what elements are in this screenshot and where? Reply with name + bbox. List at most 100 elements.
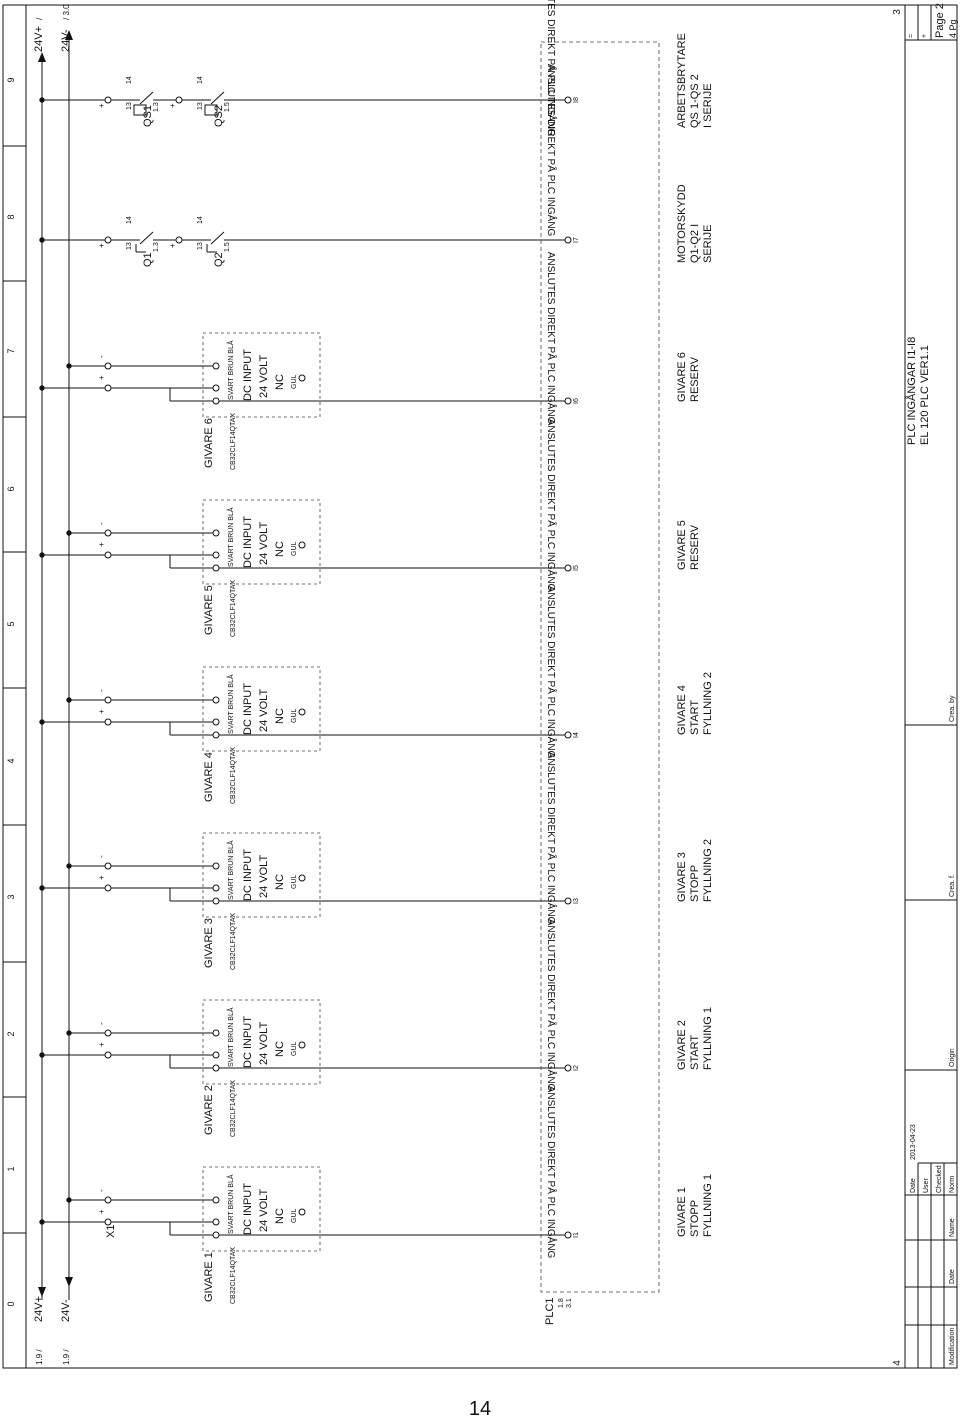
sensor-nc: NC	[274, 374, 286, 390]
sensor-desc-line: STOPP	[689, 1200, 701, 1237]
switch-desc-qs-line: ARBETSBRYTARE	[676, 33, 688, 128]
sensor-plc-input: I1	[573, 1232, 580, 1238]
rail-neg-out-ref: / 3.0	[62, 4, 71, 20]
sensor-dc-input: DC INPUT	[242, 349, 254, 401]
column-number-0: 0	[6, 1301, 16, 1306]
sensor-plus: +	[97, 1042, 106, 1047]
sensor-nc: NC	[274, 1208, 286, 1224]
sensor-minus: -	[97, 1022, 106, 1025]
sensor-gul: GUL	[291, 709, 298, 724]
sensor-wire-colors: SVART BRUN BLÅ	[226, 674, 235, 734]
sensor-24-volt: 24 VOLT	[258, 355, 270, 398]
sensor-plus: +	[97, 875, 106, 880]
sensor-plus: +	[97, 1209, 106, 1214]
sensor-desc-line: GIVARE 6	[676, 352, 688, 402]
switch-name: QS1	[142, 105, 154, 127]
switch-desc-qs-line: I SERIJE	[702, 83, 714, 128]
switch-terminal-14: 14	[197, 76, 204, 84]
tb-date-label-2: Date	[949, 1269, 956, 1284]
rail-pos-out-ref: /	[35, 17, 44, 20]
column-number-8: 8	[6, 214, 16, 219]
sensor-desc-line: START	[689, 1035, 701, 1070]
sensor-gul: GUL	[291, 1209, 298, 1224]
sensor-connect-note: ANSLUTES DIREKT PÅ PLC INGÅNG	[545, 919, 558, 1092]
sensor-wire-colors: SVART BRUN BLÅ	[226, 1174, 235, 1234]
switch-desc-qs-line: QS 1-QS 2	[689, 74, 701, 128]
sensor-plc-input: I4	[573, 732, 580, 738]
sensor-3: + - GIVARE 3 CB32CLF14QTAX SVART BRUN BLÅ DC …	[39, 752, 580, 970]
column-number-5: 5	[6, 621, 16, 626]
sensor-title: GIVARE 3	[203, 918, 215, 968]
sensor-minus: -	[97, 855, 106, 858]
sensor-wire-colors: SVART BRUN BLÅ	[226, 840, 235, 900]
rail-pos-out-name: 24V+	[33, 26, 45, 52]
sensor-24-volt: 24 VOLT	[258, 522, 270, 565]
switch-connect-note: ANSLUTES DIREKT PÅ PLC INGÅNG	[545, 64, 558, 237]
sensor-plc-input: I6	[573, 398, 580, 404]
sensor-desc-line: GIVARE 5	[676, 520, 688, 570]
switch-name: Q1	[142, 252, 154, 267]
tb-checked-label: Checked	[936, 1165, 943, 1193]
sensor-minus: -	[97, 1189, 106, 1192]
sensor-desc-line: FYLLNING 2	[702, 672, 714, 735]
sensor-desc-line: FYLLNING 1	[702, 1007, 714, 1070]
switch-name: QS2	[213, 105, 225, 127]
switch-terminal-13: 13	[126, 242, 133, 250]
sensor-model: CB32CLF14QTAX	[230, 1080, 237, 1137]
tb-page-label: Page 2	[934, 3, 946, 38]
sensor-minus: -	[97, 689, 106, 692]
switch-connect-note: ANSLUTES DIREKT PÅ PLC INGÅNG	[545, 0, 558, 137]
switch-ref: 1.3	[153, 102, 160, 112]
sensor-title: GIVARE 4	[203, 752, 215, 802]
switch-ref: 1.5	[224, 102, 231, 112]
sensor-desc-line: GIVARE 4	[676, 685, 688, 735]
sensor-title: GIVARE 6	[203, 418, 215, 468]
sensor-24-volt: 24 VOLT	[258, 855, 270, 898]
rail-neg-ref: 1.9 /	[62, 1349, 71, 1365]
power-rails: 1.9 /24V+1.9 /24V-24V+/24V-/ 3.0X1	[33, 4, 117, 1365]
sensor-plc-input: I3	[573, 898, 580, 904]
switch-terminal-13: 13	[197, 242, 204, 250]
sensor-desc-line: GIVARE 2	[676, 1020, 688, 1070]
switch-plus: +	[168, 243, 177, 248]
sensor-24-volt: 24 VOLT	[258, 689, 270, 732]
sensor-dc-input: DC INPUT	[242, 849, 254, 901]
sensor-minus: -	[97, 355, 106, 358]
switch-desc-q-line: Q1-Q2 I	[689, 224, 701, 263]
sensor-dc-input: DC INPUT	[242, 516, 254, 568]
sensor-gul: GUL	[291, 375, 298, 390]
sensor-model: CB32CLF14QTAX	[230, 913, 237, 970]
switch-terminal-14: 14	[126, 216, 133, 224]
tb-norm-label: Norm	[949, 1176, 956, 1193]
sensor-dc-input: DC INPUT	[242, 683, 254, 735]
terminal-x1-label: X1	[105, 1225, 117, 1238]
switch-plc-input: I7	[573, 237, 580, 243]
plc-ref2: 3.1	[566, 1298, 573, 1308]
tb-name-label: Name	[949, 1218, 956, 1237]
sensor-nc: NC	[274, 874, 286, 890]
sensor-model: CB32CLF14QTAX	[230, 747, 237, 804]
sensor-plc-input: I2	[573, 1065, 580, 1071]
switch-ref: 1.3	[153, 242, 160, 252]
tb-title-2: EL 120 PLC VER1.1	[919, 345, 931, 445]
sensor-nc: NC	[274, 541, 286, 557]
sensor-plc-input: I5	[573, 565, 580, 571]
sensor-24-volt: 24 VOLT	[258, 1022, 270, 1065]
switch-terminal-13: 13	[197, 102, 204, 110]
column-number-2: 2	[6, 1031, 16, 1036]
rail-neg-out-name: 24V-	[60, 29, 72, 52]
sensor-model: CB32CLF14QTAX	[230, 1247, 237, 1304]
rail-pos-ref: 1.9 /	[35, 1349, 44, 1365]
switch-plus: +	[168, 103, 177, 108]
plc-box	[540, 41, 660, 1293]
sensor-gul: GUL	[291, 1042, 298, 1057]
tb-user-label: User	[923, 1178, 930, 1193]
sensor-desc-line: RESERV	[689, 356, 701, 402]
